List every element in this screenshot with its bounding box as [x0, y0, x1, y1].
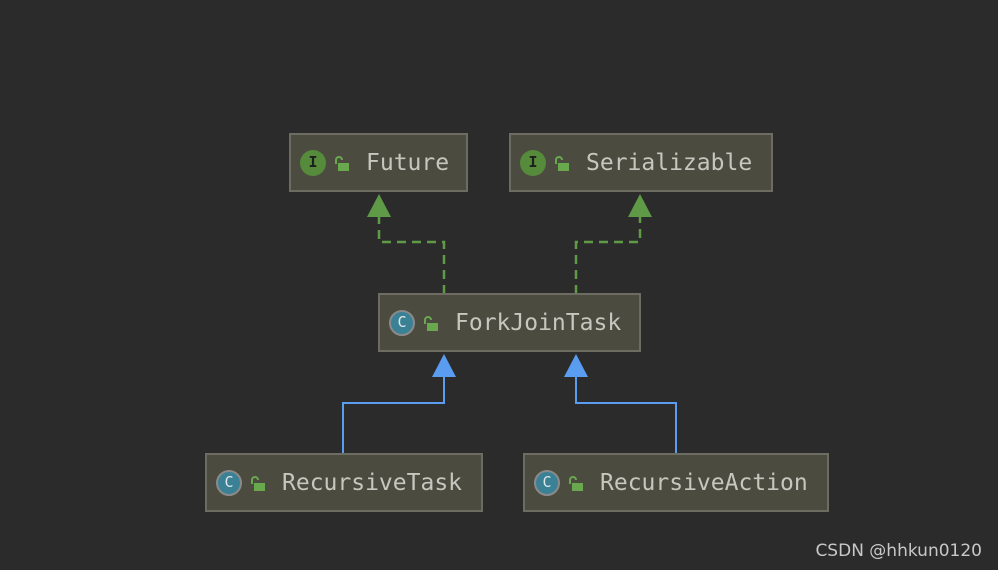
edge-recursivetask-extends-forkjointask [342, 354, 456, 454]
unlocked-lock-icon [569, 475, 583, 491]
node-recursivetask[interactable]: C RecursiveTask [205, 453, 483, 512]
unlocked-lock-icon [424, 315, 438, 331]
watermark: CSDN @hhkun0120 [815, 541, 982, 561]
node-label: Serializable [586, 149, 753, 176]
node-forkjointask[interactable]: C ForkJoinTask [378, 293, 641, 352]
node-label: ForkJoinTask [455, 309, 622, 336]
node-serializable[interactable]: I Serializable [509, 133, 773, 192]
interface-icon: I [300, 149, 326, 176]
class-icon: C [389, 309, 415, 336]
unlocked-lock-icon [251, 475, 265, 491]
edge-forkjointask-implements-serializable [574, 194, 652, 294]
node-future[interactable]: I Future [289, 133, 468, 192]
node-label: Future [366, 149, 450, 176]
node-recursiveaction[interactable]: C RecursiveAction [523, 453, 829, 512]
class-icon: C [534, 469, 560, 496]
edge-forkjointask-implements-future [367, 194, 446, 294]
unlocked-lock-icon [335, 155, 349, 171]
class-icon: C [216, 469, 242, 496]
interface-icon: I [520, 149, 546, 176]
node-label: RecursiveTask [282, 469, 463, 496]
edge-recursiveaction-extends-forkjointask [564, 354, 677, 454]
node-label: RecursiveAction [600, 469, 808, 496]
unlocked-lock-icon [555, 155, 569, 171]
